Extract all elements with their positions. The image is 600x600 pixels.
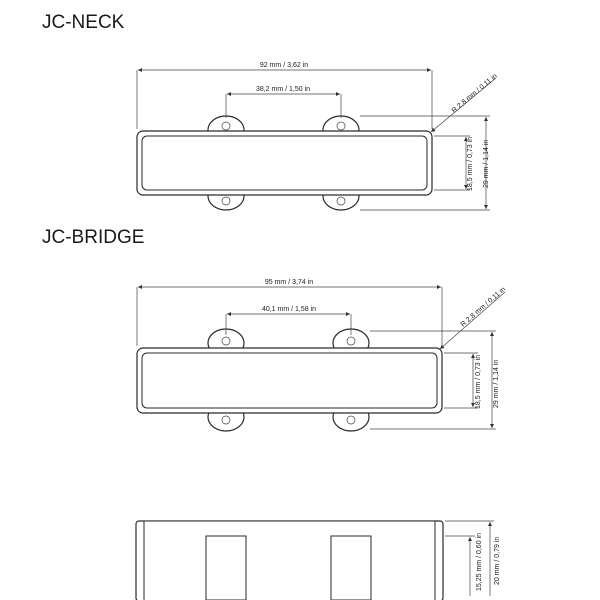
bridge-title: JC-BRIDGE xyxy=(42,227,145,248)
side-pole-block-right xyxy=(330,535,372,600)
neck-title: JC-NECK xyxy=(42,12,125,33)
side-pole-block-left xyxy=(205,535,247,600)
neck-screw-hole xyxy=(221,196,231,206)
neck-screw-spacing-label: 38,2 mm / 1,50 in xyxy=(256,86,310,93)
bridge-length-label: 95 mm / 3,74 in xyxy=(265,279,313,286)
side-height-inner-label: 15,25 mm / 0,60 in xyxy=(476,533,483,591)
neck-pickup xyxy=(136,115,433,211)
neck-total-width-label: 29 mm / 1,14 in xyxy=(483,140,490,188)
bridge-screw-hole xyxy=(346,336,356,346)
bridge-screw-spacing-label: 40,1 mm / 1,58 in xyxy=(262,306,316,313)
neck-screw-hole xyxy=(336,196,346,206)
bridge-pickup xyxy=(136,328,443,432)
side-height-total-label: 20 mm / 0,79 in xyxy=(494,537,501,585)
side-dimensions: 15,25 mm / 0,60 in 20 mm / 0,79 in xyxy=(445,520,501,596)
side-view xyxy=(135,520,444,600)
bridge-screw-hole xyxy=(221,336,231,346)
bridge-body-width-label: 18,5 mm / 0,73 in xyxy=(475,355,482,409)
neck-body-inner xyxy=(141,135,428,191)
bridge-screw-hole xyxy=(346,415,356,425)
neck-body-width-label: 18,5 mm / 0,73 in xyxy=(467,137,474,191)
neck-screw-hole xyxy=(221,121,231,131)
bridge-total-width-label: 29 mm / 1,14 in xyxy=(493,360,500,408)
neck-length-label: 92 mm / 3,62 in xyxy=(260,62,308,69)
neck-radius-label: R 2,8 mm / 0,11 in xyxy=(451,73,499,115)
bridge-body-inner xyxy=(141,352,438,409)
bridge-screw-hole xyxy=(221,415,231,425)
bridge-radius-label: R 2,8 mm / 0,11 in xyxy=(460,286,507,329)
side-body-inner xyxy=(143,520,436,600)
neck-screw-hole xyxy=(336,121,346,131)
